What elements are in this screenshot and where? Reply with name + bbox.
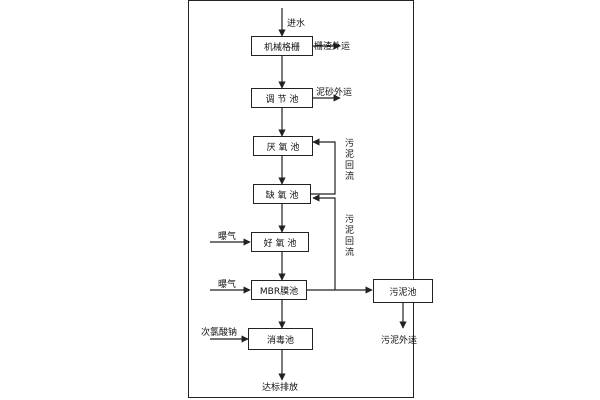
node-mbr-tank: MBR膜池: [251, 280, 307, 300]
node-aerobic-tank: 好 氧 池: [251, 232, 309, 252]
label-sludge-return-1: 污泥回流: [343, 138, 353, 182]
node-anoxic-tank: 缺 氧 池: [253, 184, 311, 204]
node-disinfection-tank: 消毒池: [248, 328, 313, 350]
label-aeration-1: 曝气: [218, 232, 237, 242]
arrow-sludge-return-2: [312, 194, 336, 290]
diagram-frame: [188, 0, 414, 398]
label-sludge-return-2: 污泥回流: [343, 214, 353, 258]
label-aeration-2: 曝气: [218, 280, 237, 290]
label-hypochlorite: 次氯酸钠: [201, 328, 238, 338]
label-inlet: 进水: [287, 19, 306, 29]
node-anaerobic-tank: 厌 氧 池: [253, 136, 313, 156]
arrow-sludge-return-1: [311, 138, 336, 195]
label-sludge-out: 污泥外运: [381, 336, 418, 346]
label-screenings-out: 栅渣外运: [314, 42, 351, 52]
node-mechanical-screen: 机械格栅: [251, 36, 313, 56]
node-sludge-tank: 污泥池: [373, 279, 433, 303]
node-equalization-tank: 调 节 池: [251, 88, 313, 108]
label-grit-out: 泥砂外运: [316, 88, 353, 98]
label-discharge: 达标排放: [262, 383, 299, 393]
